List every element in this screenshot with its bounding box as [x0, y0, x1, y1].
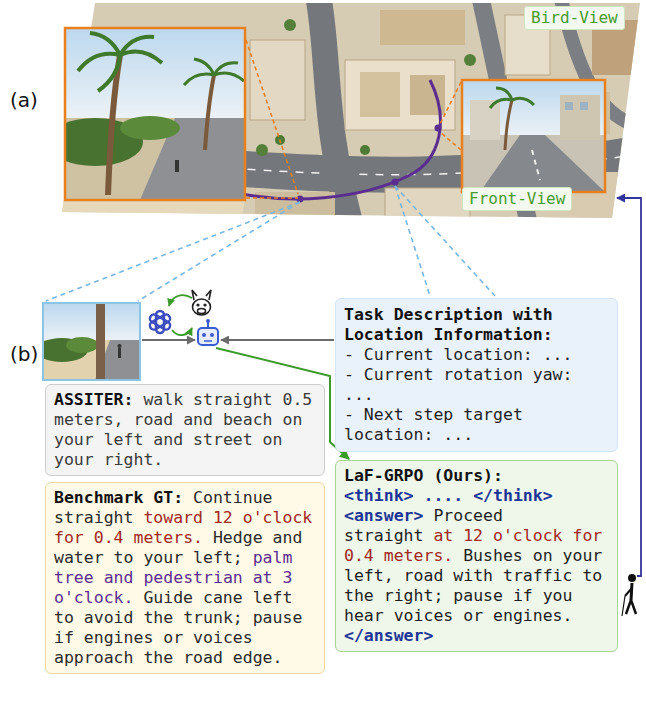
- inset-leader: [440, 132, 461, 150]
- current-view-image: [118, 344, 122, 348]
- pedestrian-icon: [622, 574, 636, 616]
- inset-leader: [440, 82, 461, 124]
- llm-logo: [148, 313, 171, 331]
- front-view-inset: [470, 100, 500, 140]
- node-text: - Current rotation yaw: ...: [344, 365, 609, 405]
- node-heading: Task Description with Location Informati…: [344, 305, 609, 345]
- bird-view-image: [464, 54, 476, 66]
- view-leader: [46, 186, 495, 301]
- feedback-loop-arrow: [617, 198, 641, 576]
- robot-icon: [202, 333, 206, 337]
- front-view-inset: [462, 80, 605, 192]
- task-box: Task Description with Location Informati…: [335, 298, 618, 452]
- front-view-inset: [505, 100, 512, 150]
- image-frame: [43, 303, 140, 380]
- llama-icon: [197, 304, 199, 306]
- current-view-image: [43, 303, 140, 380]
- llama-icon: [204, 304, 206, 306]
- view-label: Front-View: [462, 187, 572, 211]
- llm-logo: [148, 313, 171, 331]
- view-leader: [46, 202, 300, 301]
- bird-view-image: [297, 196, 304, 203]
- input-arrow: [221, 339, 334, 341]
- llama-icon: [193, 299, 211, 315]
- bird-view-image: [345, 60, 455, 130]
- node-heading: Benchmark GT:: [54, 488, 183, 507]
- node-text: - Current location: ...: [344, 345, 609, 365]
- front-view-inset: [480, 135, 605, 192]
- pedestrian-icon: [628, 574, 636, 582]
- front-view-inset: [120, 116, 180, 140]
- node-text: Bird-View: [531, 8, 618, 27]
- inset-frame: [462, 80, 605, 192]
- baseline-output-box: ASSITER:walk straight 0.5 meters, road a…: [45, 384, 325, 476]
- pedestrian-icon: [631, 600, 636, 614]
- view-leader: [395, 186, 430, 296]
- current-view-image: [118, 348, 121, 358]
- input-arrow: [142, 339, 195, 341]
- inset-leader: [246, 40, 298, 194]
- panel-label: (b): [10, 342, 38, 366]
- front-view-inset: [565, 102, 573, 110]
- node-text: Front-View: [469, 189, 565, 208]
- front-view-inset: [205, 75, 214, 150]
- current-view-image: [66, 337, 98, 353]
- front-view-inset: [580, 102, 588, 110]
- bird-view-image: [392, 179, 399, 186]
- inset-frame: [65, 28, 245, 200]
- front-view-inset: [462, 80, 605, 140]
- front-view-inset: [490, 88, 534, 108]
- current-view-image: [43, 303, 140, 343]
- robot-icon: [210, 333, 214, 337]
- bird-view-image: [284, 19, 296, 31]
- llama-icon: [192, 290, 211, 315]
- pedestrian-icon: [631, 583, 632, 600]
- node-heading: ASSITER:: [54, 390, 133, 409]
- bird-view-image: [40, 0, 646, 230]
- bird-view-image: [250, 40, 305, 120]
- robot-icon: [204, 340, 212, 342]
- node-text: - Next step target location: ...: [344, 405, 609, 445]
- llm-logo: [156, 311, 164, 333]
- bird-view-image: [256, 144, 268, 156]
- current-view-image: [96, 303, 105, 380]
- front-view-inset: [65, 28, 245, 123]
- front-view-inset: [175, 160, 179, 172]
- node-heading: LaF-GRPO (Ours):: [344, 466, 609, 486]
- bird-view-image: [380, 10, 465, 45]
- front-view-inset: [78, 33, 162, 91]
- robot-icon: [198, 319, 218, 345]
- front-view-inset: [560, 95, 600, 140]
- method-output-box: LaF-GRPO (Ours):<think> .... </think><an…: [335, 460, 618, 652]
- view-label: Bird-View: [524, 6, 625, 30]
- pedestrian-icon: [626, 600, 631, 614]
- llama-icon: [198, 309, 206, 314]
- llm-logo: [148, 311, 171, 333]
- pedestrian-icon: [622, 596, 625, 616]
- inset-leader: [246, 40, 461, 198]
- front-view-inset: [65, 28, 245, 200]
- bird-view-image: [435, 125, 442, 132]
- bird-view-image: [360, 145, 370, 155]
- robot-icon: [206, 319, 210, 323]
- front-view-inset: [462, 135, 605, 192]
- inset-leader: [246, 197, 298, 199]
- feedback-arrow: [172, 328, 192, 335]
- node-text: <think> .... </think>: [344, 486, 609, 506]
- node-text: <answer>: [344, 506, 423, 525]
- ground-truth-box: Benchmark GT:Continue straighttoward 12 …: [45, 482, 325, 674]
- node-text: </answer>: [344, 626, 433, 645]
- robot-icon: [198, 328, 218, 345]
- pedestrian-icon: [625, 588, 632, 596]
- bird-view-image: [232, 80, 440, 199]
- front-view-inset: [532, 150, 540, 180]
- feedback-arrow: [169, 295, 192, 306]
- front-view-inset: [184, 59, 244, 85]
- bird-view-image: [360, 72, 400, 117]
- panel-label: (a): [10, 88, 38, 112]
- view-leader: [138, 202, 300, 301]
